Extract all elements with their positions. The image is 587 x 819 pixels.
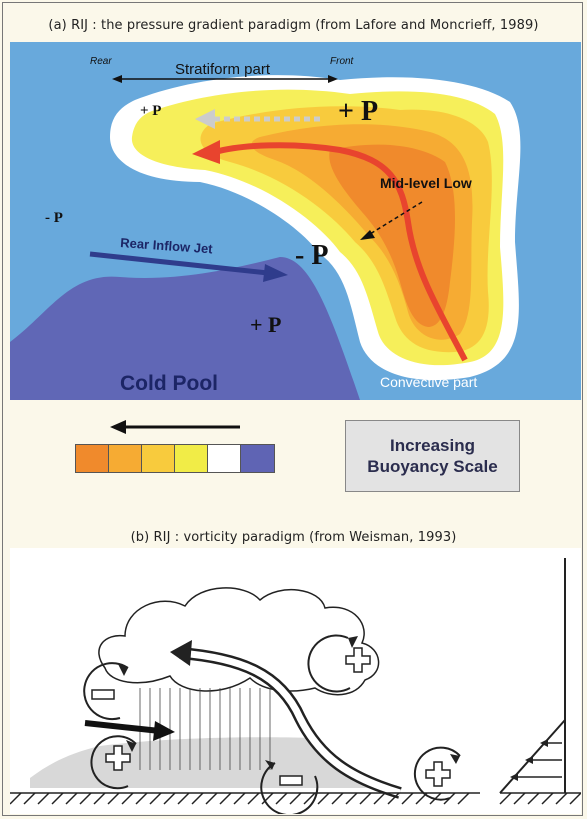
swatch-6 [241,445,274,472]
buoyancy-color-scale [75,444,275,473]
updraft-arrow-inner [179,649,402,797]
legend-arrow [110,420,240,434]
red-arrowhead [192,140,220,164]
legend-line-2: Buoyancy Scale [367,457,498,476]
plus-p-pool-label: + P [250,312,281,337]
caption-a: (a) RIJ : the pressure gradient paradigm… [48,18,539,33]
updraft-arrowhead [170,640,192,666]
rear-inflow-arrowhead [153,721,175,741]
vortex-plus-upper-right [307,634,371,693]
stratiform-arrow-left [112,75,122,83]
vortex-plus-lower [90,735,137,790]
cloud-outline [98,587,380,696]
vortex-minus-upper [83,662,129,721]
mid-level-low-pointer-head [360,230,375,240]
caption-b: (b) RIJ : vorticity paradigm (from Weism… [130,530,457,545]
rear-inflow-jet-arrowhead [263,264,288,282]
rear-inflow-jet-arrow [89,251,269,276]
convective-part-label: Convective part [380,374,477,390]
front-label: Front [330,56,355,67]
panel-b-vorticity-diagram [10,548,581,814]
legend-arrowhead [110,420,126,434]
panel-a-pressure-diagram: Rear Stratiform part Front + P + P Mid-l… [10,42,581,400]
swatch-3 [142,445,175,472]
rear-inflow-jet-label: Rear Inflow Jet [120,235,214,256]
cold-pool-region [10,257,360,400]
minus-p-center-label: - P [295,240,328,271]
vortex-plus-front [413,746,461,801]
swatch-1 [76,445,109,472]
vortex-minus-lower-center [260,760,319,814]
swatch-2 [109,445,142,472]
plus-p-large-label: + P [338,96,378,127]
buoyancy-legend-box: Increasing Buoyancy Scale [345,420,520,492]
wind-profile [499,558,581,805]
mid-level-low-pointer [369,201,423,235]
ascending-flow-red-path [214,142,468,362]
stratiform-label: Stratiform part [175,61,271,78]
plus-p-small-label: + P [140,103,161,119]
vorticity-diagram-svg [10,558,581,814]
rear-inflow-arrow [84,720,161,734]
cold-pool-label: Cold Pool [120,372,218,395]
mid-level-low-label: Mid-level Low [380,175,472,191]
ground-hatching-left [10,792,480,805]
swatch-4 [175,445,208,472]
minus-p-left-label: - P [45,210,63,226]
pressure-diagram-svg: Rear Stratiform part Front + P + P Mid-l… [10,42,581,400]
stratiform-arrow-right [328,75,338,83]
rear-label: Rear [90,56,112,67]
swatch-5 [208,445,241,472]
dotted-flow-arrowhead [195,109,215,129]
legend-line-1: Increasing [389,436,476,455]
